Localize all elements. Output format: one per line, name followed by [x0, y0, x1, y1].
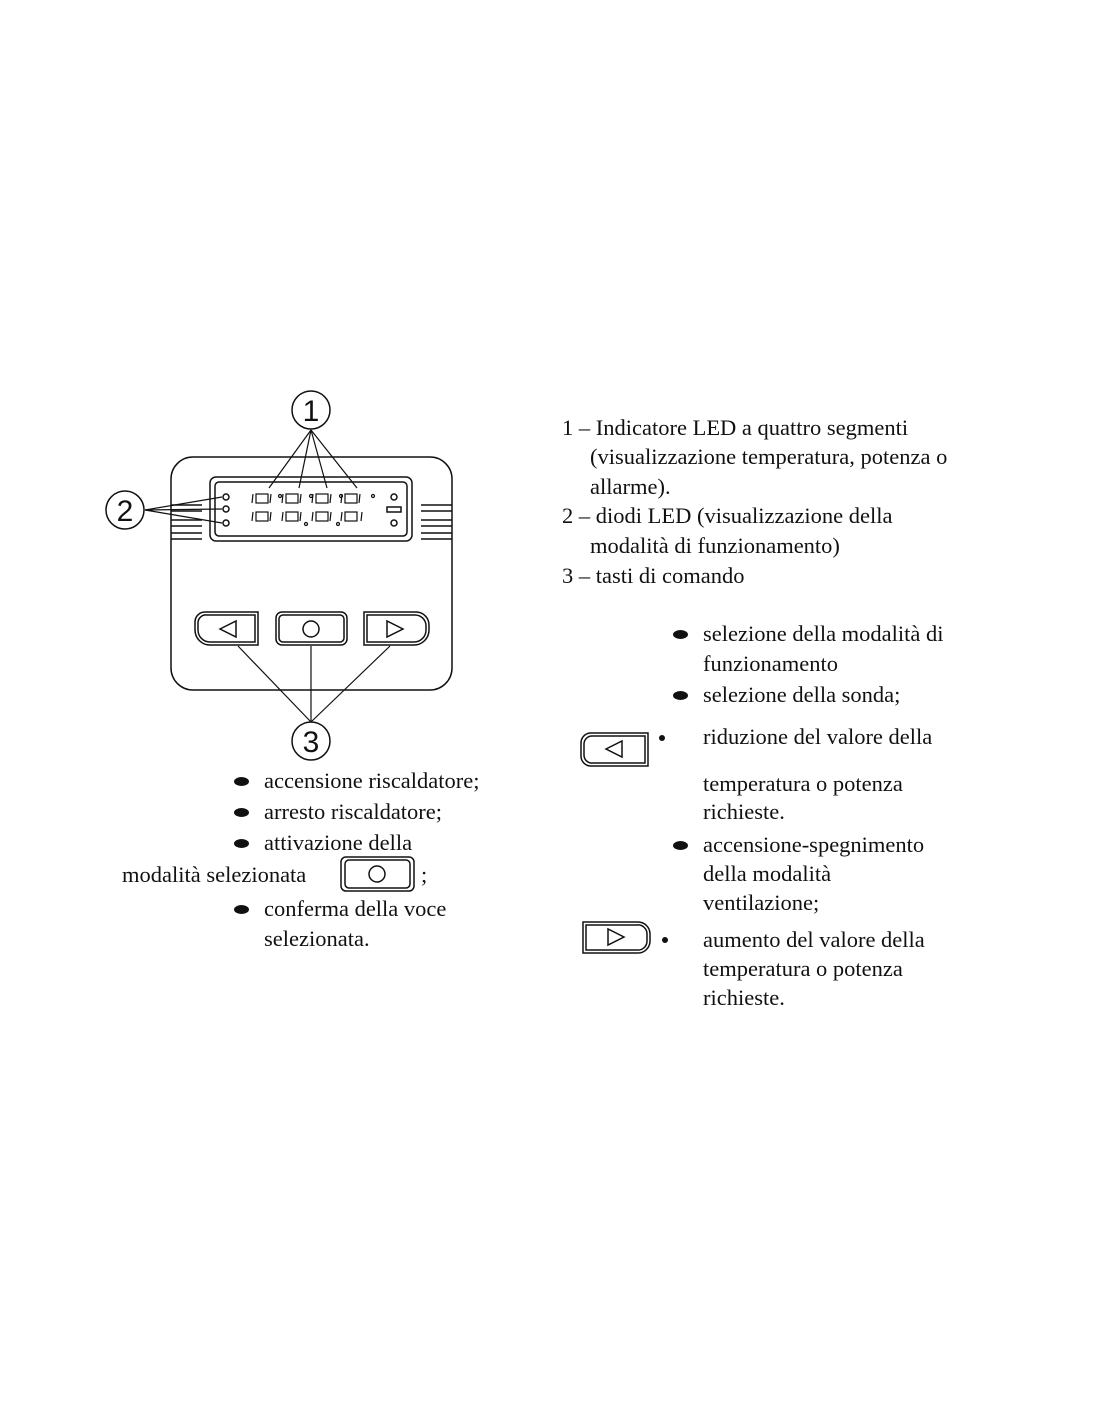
function-text: funzionamento [703, 651, 838, 676]
vent-lines-left [171, 504, 202, 540]
mode-leds [222, 493, 402, 527]
function-text: richieste. [703, 985, 785, 1010]
function-text: modalità selezionata [122, 862, 307, 887]
function-text: della modalità [703, 861, 832, 886]
callout-2 [105, 490, 145, 530]
inline-ok-key-icon [340, 856, 415, 892]
function-text: arresto riscaldatore; [264, 799, 443, 824]
bullet [234, 808, 249, 817]
bullet [234, 839, 249, 848]
callout-3 [291, 721, 331, 761]
circle-icon [302, 620, 320, 638]
right-arrow-icon [386, 619, 405, 639]
seven-segment-digits [251, 493, 376, 527]
function-text: richieste. [703, 799, 785, 824]
callout-1-label: 1 [303, 395, 320, 428]
bullet [673, 691, 688, 700]
right-arrow-key[interactable] [363, 611, 430, 646]
function-text: temperatura o potenza [703, 771, 903, 796]
inline-right-key-icon [582, 921, 651, 954]
inline-left-key-icon [580, 732, 649, 767]
function-text: ; [421, 862, 428, 887]
function-text: attivazione della [264, 830, 413, 855]
function-text: riduzione del valore della [703, 724, 933, 749]
legend-item-2: 2 – diodi LED (visualizzazione della [562, 503, 893, 528]
left-arrow-key[interactable] [194, 611, 259, 646]
bullet [234, 905, 249, 914]
callout-2-label: 2 [117, 495, 134, 528]
display-frame [209, 476, 413, 542]
callout-1 [291, 390, 331, 430]
function-text: selezione della modalità di [703, 621, 944, 646]
legend-item-2-cont: modalità di funzionamento) [590, 533, 840, 558]
bullet [234, 777, 249, 786]
bullet [659, 735, 665, 741]
function-text: accensione riscaldatore; [264, 768, 480, 793]
bullet [673, 841, 688, 850]
legend-item-3: 3 – tasti di comando [562, 563, 745, 588]
ok-key[interactable] [275, 611, 348, 646]
function-text: selezione della sonda; [703, 682, 901, 707]
legend-item-1-cont: (visualizzazione temperatura, potenza o [590, 444, 948, 469]
function-text: ventilazione; [703, 890, 820, 915]
function-text: conferma della voce [264, 896, 447, 921]
vent-lines-right [421, 504, 452, 540]
legend-item-1: 1 – Indicatore LED a quattro segmenti [562, 415, 909, 440]
legend-item-1-cont: allarme). [590, 474, 671, 499]
function-text: aumento del valore della [703, 927, 925, 952]
callout-3-label: 3 [303, 726, 320, 759]
function-text: selezionata. [264, 926, 370, 951]
function-text: temperatura o potenza [703, 956, 903, 981]
bullet [662, 937, 668, 943]
function-text: accensione-spegnimento [703, 832, 925, 857]
bullet [673, 630, 688, 639]
left-arrow-icon [218, 619, 237, 639]
callout-leaders [144, 429, 391, 723]
